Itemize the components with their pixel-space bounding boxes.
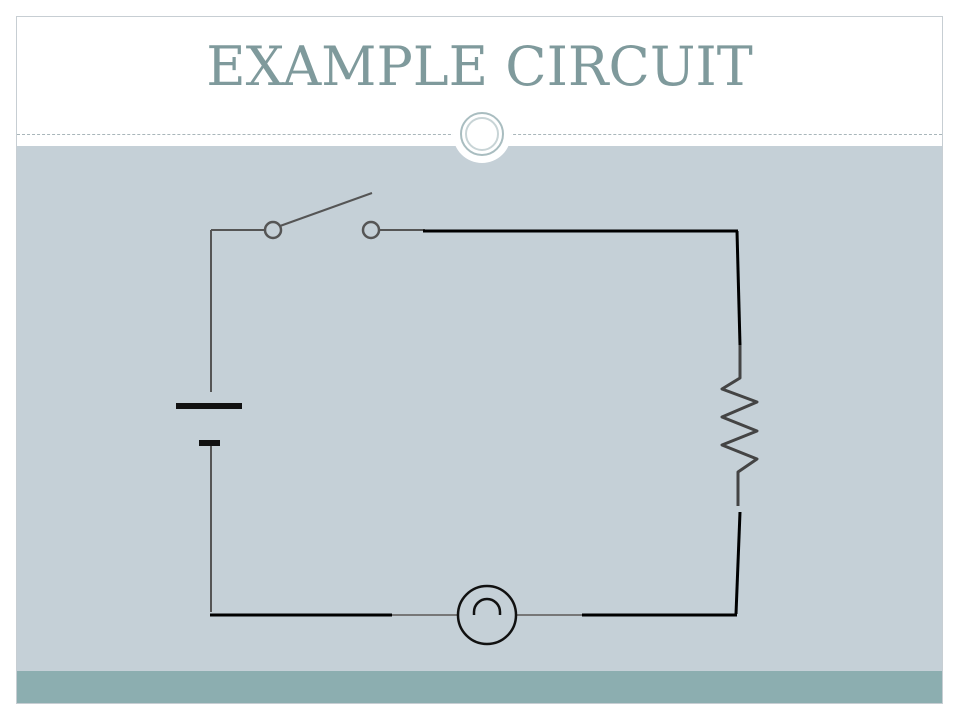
- switch-symbol: [263, 192, 425, 240]
- lamp-symbol: [456, 584, 518, 646]
- switch-lever: [279, 192, 373, 227]
- slide-title: EXAMPLE CIRCUIT: [206, 35, 753, 98]
- resistor-zigzag: [720, 345, 759, 506]
- left-wire: [210, 229, 265, 612]
- lamp-bulb-circle: [456, 584, 518, 646]
- ornament-ring: [460, 112, 504, 156]
- content-area: [17, 146, 942, 671]
- resistor-symbol: [720, 345, 759, 506]
- footer-bar: [17, 671, 942, 703]
- lamp-filament: [472, 597, 502, 615]
- right-wire: [423, 229, 742, 615]
- wire-right-lower: [734, 511, 742, 615]
- wire-right-upper: [735, 230, 742, 346]
- divider-ornament: [453, 105, 511, 163]
- battery-symbol: [176, 403, 242, 446]
- switch-terminal-right: [361, 220, 381, 240]
- slide: EXAMPLE CIRCUIT: [16, 16, 943, 704]
- ornament-ring-inner: [465, 117, 499, 151]
- switch-terminal-left: [263, 220, 283, 240]
